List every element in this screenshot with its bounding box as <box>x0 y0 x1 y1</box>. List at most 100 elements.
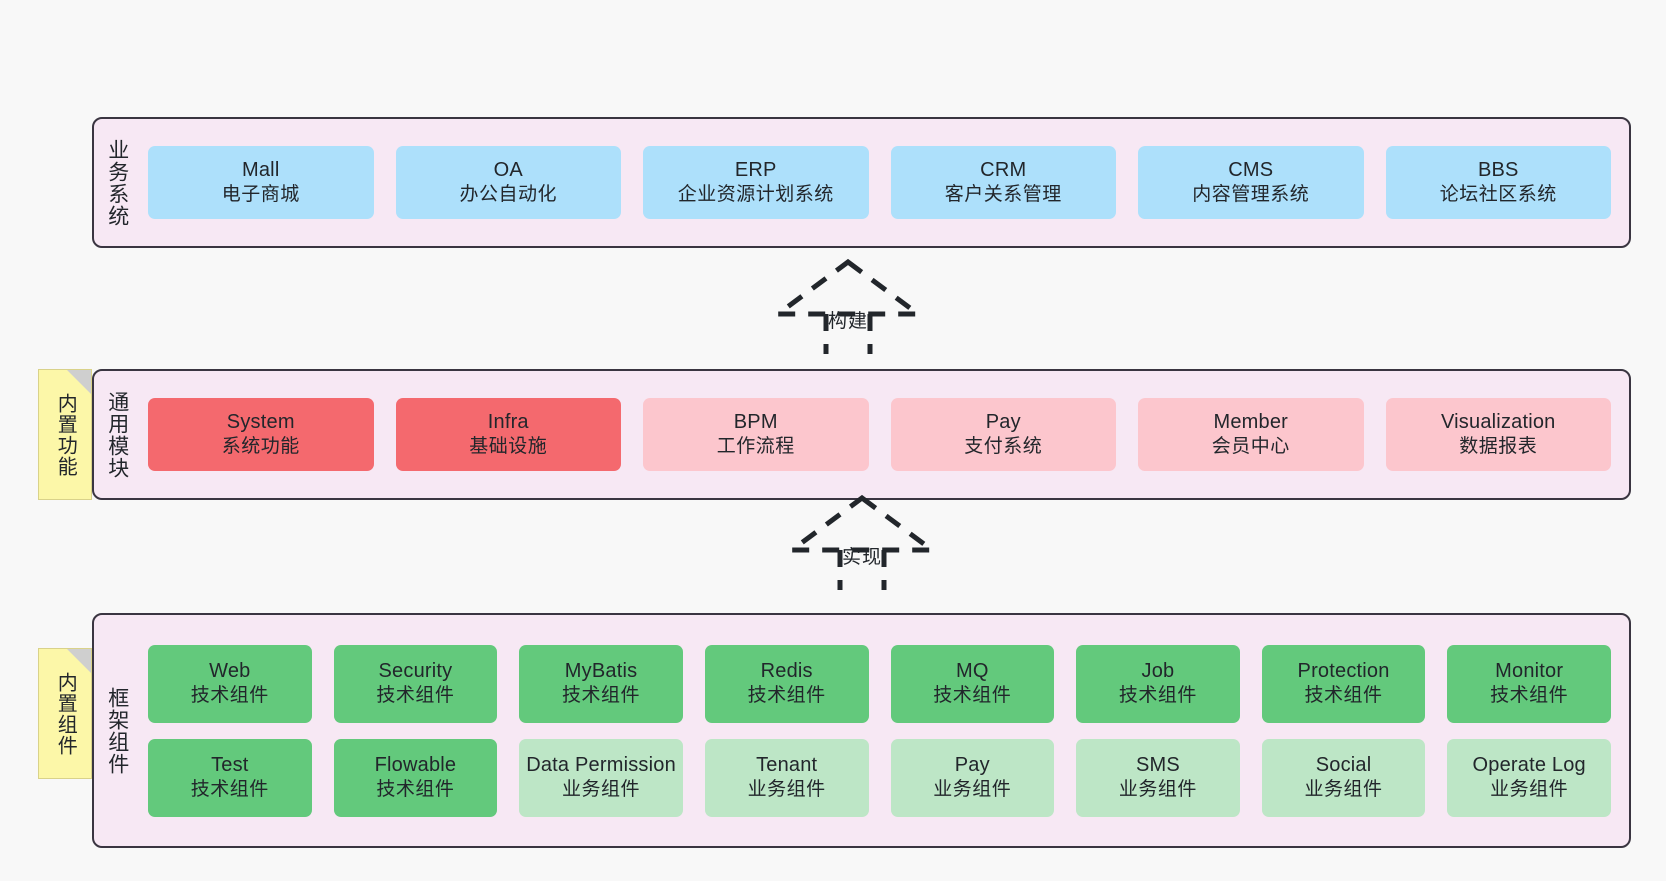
common-card-row: System 系统功能 Infra 基础设施 BPM 工作流程 Pay 支付系统… <box>148 398 1611 471</box>
card-subtitle: 数据报表 <box>1459 436 1538 458</box>
card-mq[interactable]: MQ 技术组件 <box>890 644 1055 723</box>
business-card-row: Mall 电子商城 OA 办公自动化 ERP 企业资源计划系统 CRM 客户关系… <box>148 146 1611 219</box>
card-operate-log[interactable]: Operate Log 业务组件 <box>1447 738 1611 817</box>
card-oa[interactable]: OA 办公自动化 <box>395 146 621 219</box>
layer-title-framework-component: 框架组件 <box>105 686 129 775</box>
layer-body-framework-component: Web 技术组件 Security 技术组件 MyBatis 技术组件 Redi… <box>140 615 1629 846</box>
card-subtitle: 技术组件 <box>562 685 641 707</box>
card-subtitle: 技术组件 <box>376 685 455 707</box>
card-title: BPM <box>733 410 778 433</box>
card-protection[interactable]: Protection 技术组件 <box>1261 644 1426 723</box>
card-title: Data Permission <box>526 753 676 776</box>
card-redis[interactable]: Redis 技术组件 <box>704 644 869 723</box>
card-title: CRM <box>980 158 1027 181</box>
card-pay[interactable]: Pay 支付系统 <box>890 398 1116 471</box>
card-erp[interactable]: ERP 企业资源计划系统 <box>643 146 869 219</box>
card-visualization[interactable]: Visualization 数据报表 <box>1385 398 1611 471</box>
card-test[interactable]: Test 技术组件 <box>148 738 312 817</box>
card-title: BBS <box>1477 158 1519 181</box>
layer-business-system: 业务系统 Mall 电子商城 OA 办公自动化 ERP 企业资源计划系统 CRM… <box>92 117 1631 248</box>
card-subtitle: 业务组件 <box>1304 779 1383 801</box>
layer-body-common-module: System 系统功能 Infra 基础设施 BPM 工作流程 Pay 支付系统… <box>140 371 1629 498</box>
card-title: Infra <box>487 410 529 433</box>
card-subtitle: 业务组件 <box>1490 779 1569 801</box>
card-subtitle: 内容管理系统 <box>1192 184 1310 206</box>
card-bpm[interactable]: BPM 工作流程 <box>643 398 869 471</box>
card-pay-business[interactable]: Pay 业务组件 <box>890 738 1055 817</box>
card-social[interactable]: Social 业务组件 <box>1261 738 1426 817</box>
card-title: Member <box>1213 410 1289 433</box>
card-web[interactable]: Web 技术组件 <box>148 644 312 723</box>
card-subtitle: 工作流程 <box>716 436 795 458</box>
card-subtitle: 办公自动化 <box>459 184 557 206</box>
card-title: Security <box>378 659 453 682</box>
card-sms[interactable]: SMS 业务组件 <box>1076 738 1240 817</box>
layer-common-module: 通用模块 System 系统功能 Infra 基础设施 BPM 工作流程 Pay… <box>92 369 1631 500</box>
card-title: CMS <box>1228 158 1274 181</box>
card-title: Social <box>1315 753 1372 776</box>
card-mybatis[interactable]: MyBatis 技术组件 <box>519 644 683 723</box>
card-subtitle: 技术组件 <box>1304 685 1383 707</box>
card-bbs[interactable]: BBS 论坛社区系统 <box>1385 146 1611 219</box>
card-title: Mall <box>242 158 280 181</box>
card-title: Operate Log <box>1472 753 1586 776</box>
card-flowable[interactable]: Flowable 技术组件 <box>333 738 498 817</box>
card-system[interactable]: System 系统功能 <box>148 398 374 471</box>
card-subtitle: 业务组件 <box>1118 779 1197 801</box>
card-title: Pay <box>954 753 990 776</box>
card-title: Tenant <box>756 753 818 776</box>
arrow-realize: 实现 <box>782 494 942 590</box>
card-subtitle: 系统功能 <box>221 436 300 458</box>
card-monitor[interactable]: Monitor 技术组件 <box>1447 644 1611 723</box>
card-subtitle: 基础设施 <box>469 436 548 458</box>
card-subtitle: 论坛社区系统 <box>1439 184 1557 206</box>
arrow-label-realize: 实现 <box>841 547 882 568</box>
card-title: System <box>226 410 295 433</box>
card-subtitle: 业务组件 <box>933 779 1012 801</box>
card-subtitle: 技术组件 <box>1490 685 1569 707</box>
card-subtitle: 电子商城 <box>221 184 300 206</box>
card-title: Pay <box>985 410 1021 433</box>
card-mall[interactable]: Mall 电子商城 <box>148 146 374 219</box>
card-security[interactable]: Security 技术组件 <box>333 644 498 723</box>
card-crm[interactable]: CRM 客户关系管理 <box>890 146 1116 219</box>
card-subtitle: 会员中心 <box>1211 436 1290 458</box>
sticky-note-builtin-function: 内置功能 <box>38 369 92 500</box>
card-title: Protection <box>1297 659 1390 682</box>
sticky-note-builtin-component: 内置组件 <box>38 648 92 779</box>
card-subtitle: 技术组件 <box>376 779 455 801</box>
layer-framework-component: 框架组件 Web 技术组件 Security 技术组件 MyBatis 技术组件… <box>92 613 1631 848</box>
card-cms[interactable]: CMS 内容管理系统 <box>1138 146 1364 219</box>
card-title: ERP <box>734 158 777 181</box>
card-title: Monitor <box>1495 659 1564 682</box>
card-subtitle: 业务组件 <box>747 779 826 801</box>
card-subtitle: 业务组件 <box>562 779 641 801</box>
layer-title-common-module: 通用模块 <box>105 390 129 479</box>
sticky-note-label: 内置组件 <box>54 671 77 756</box>
card-title: OA <box>493 158 523 181</box>
card-subtitle: 技术组件 <box>747 685 826 707</box>
card-title: Job <box>1141 659 1175 682</box>
card-title: Flowable <box>374 753 457 776</box>
framework-card-row-business: Test 技术组件 Flowable 技术组件 Data Permission … <box>148 738 1611 817</box>
card-infra[interactable]: Infra 基础设施 <box>395 398 621 471</box>
layer-body-business-system: Mall 电子商城 OA 办公自动化 ERP 企业资源计划系统 CRM 客户关系… <box>140 119 1629 246</box>
card-tenant[interactable]: Tenant 业务组件 <box>704 738 869 817</box>
card-title: Redis <box>760 659 813 682</box>
card-subtitle: 客户关系管理 <box>944 184 1062 206</box>
card-title: Visualization <box>1440 410 1556 433</box>
card-title: MQ <box>956 659 989 682</box>
layer-title-business-system: 业务系统 <box>105 138 129 227</box>
card-data-permission[interactable]: Data Permission 业务组件 <box>519 738 683 817</box>
arrow-label-build: 构建 <box>827 311 868 332</box>
card-title: Web <box>209 659 251 682</box>
card-subtitle: 技术组件 <box>1118 685 1197 707</box>
card-title: MyBatis <box>564 659 638 682</box>
card-member[interactable]: Member 会员中心 <box>1138 398 1364 471</box>
sticky-note-label: 内置功能 <box>54 392 77 477</box>
card-subtitle: 企业资源计划系统 <box>677 184 834 206</box>
card-job[interactable]: Job 技术组件 <box>1076 644 1240 723</box>
card-subtitle: 技术组件 <box>933 685 1012 707</box>
card-title: Test <box>211 753 249 776</box>
